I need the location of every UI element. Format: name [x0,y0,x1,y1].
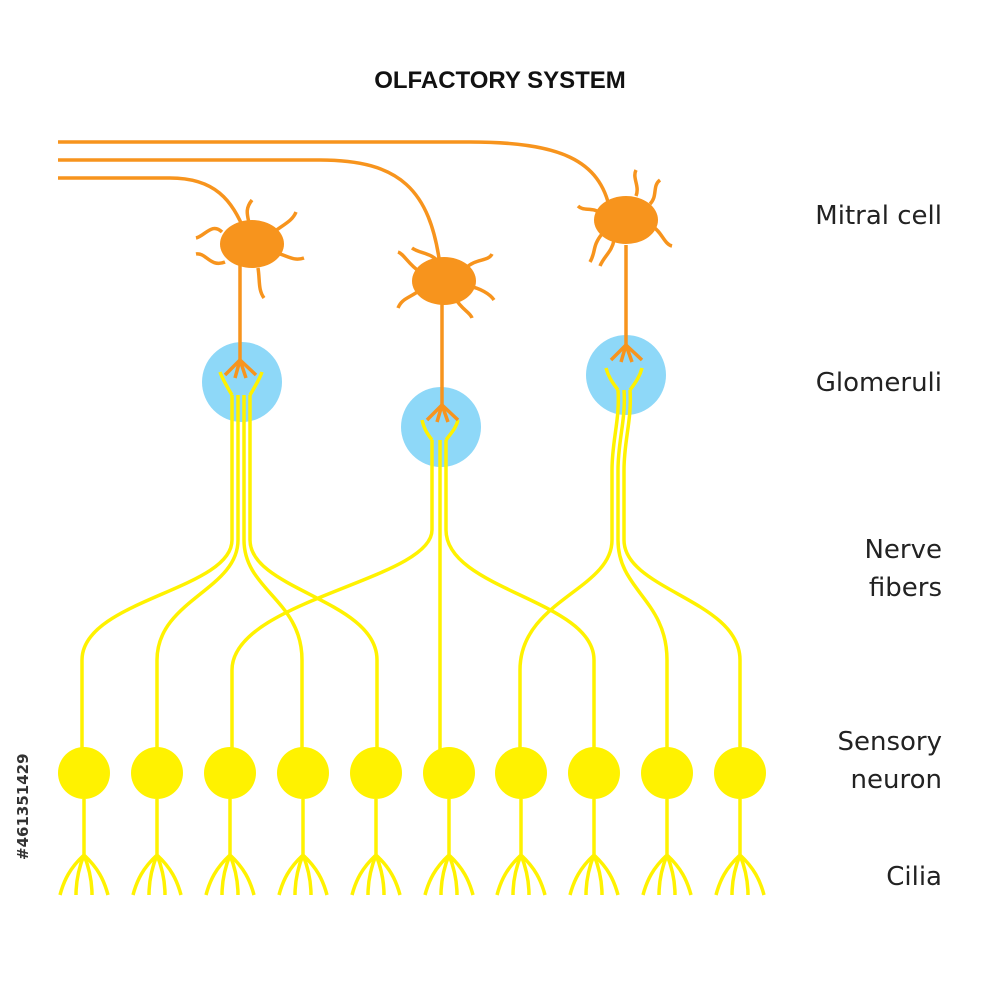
sensory-neuron [495,747,547,799]
glomerulus-right [586,335,666,415]
sensory-neuron [131,747,183,799]
sensory-neuron [58,747,110,799]
label-glomeruli: Glomeruli [816,368,942,398]
sensory-neuron [350,747,402,799]
label-sensory-neuron-line1: Sensory [837,727,942,757]
sensory-neuron [714,747,766,799]
sensory-neuron [423,747,475,799]
sensory-neuron [641,747,693,799]
label-nerve-fibers-line1: Nerve [864,535,942,565]
label-nerve-fibers-line2: fibers [869,573,942,603]
label-mitral-cell: Mitral cell [815,201,942,231]
sensory-neuron [568,747,620,799]
label-sensory-neuron-line2: neuron [851,765,942,795]
nerve-fibers [80,367,742,775]
mitral-cell-bodies [220,196,658,305]
mitral-axons [58,140,612,266]
mitral-cells [195,169,673,423]
glomeruli [202,335,666,467]
cilia [58,799,766,896]
mitral-cell-middle [412,257,476,305]
glomerulus-left [202,342,282,422]
sensory-neurons [58,747,766,799]
mitral-cell-left [220,220,284,268]
sensory-neuron [277,747,329,799]
glomerulus-middle [401,387,481,467]
sensory-neuron [204,747,256,799]
label-cilia: Cilia [886,862,942,892]
mitral-cell-right [594,196,658,244]
stock-id: #461351429 [14,753,32,860]
diagram-title: OLFACTORY SYSTEM [374,67,626,94]
